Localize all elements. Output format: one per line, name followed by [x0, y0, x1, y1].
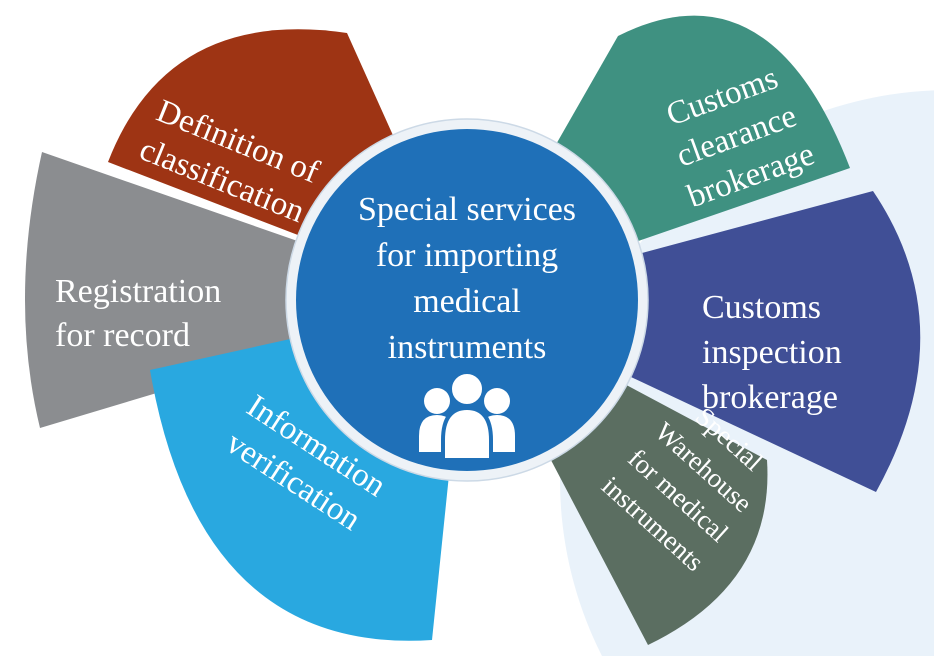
people-icon [419, 370, 515, 462]
person-center-body [441, 405, 493, 462]
center-title-line: medical [413, 283, 521, 320]
person-center-head [448, 370, 486, 408]
petal-label-line: Registration [55, 273, 221, 310]
petal-label-line: inspection [702, 334, 842, 371]
center-title-line: instruments [388, 329, 547, 366]
person-right-head [484, 388, 510, 414]
center-title-line: for importing [376, 237, 558, 274]
petal-registration-for-record: Registration for record [24, 152, 467, 428]
petal-label-line: brokerage [702, 379, 838, 416]
petal-shape-registration [24, 152, 467, 428]
petal-label-line: Customs [702, 289, 821, 326]
person-left-head [424, 388, 450, 414]
petal-shape-inspection [467, 191, 921, 492]
petal-customs-inspection-brokerage: Customs inspection brokerage [467, 191, 921, 492]
center-node: Special services for importing medical i… [285, 118, 649, 482]
petal-label-line: for record [55, 317, 190, 354]
center-circle [296, 129, 638, 471]
center-title-line: Special services [358, 191, 576, 228]
